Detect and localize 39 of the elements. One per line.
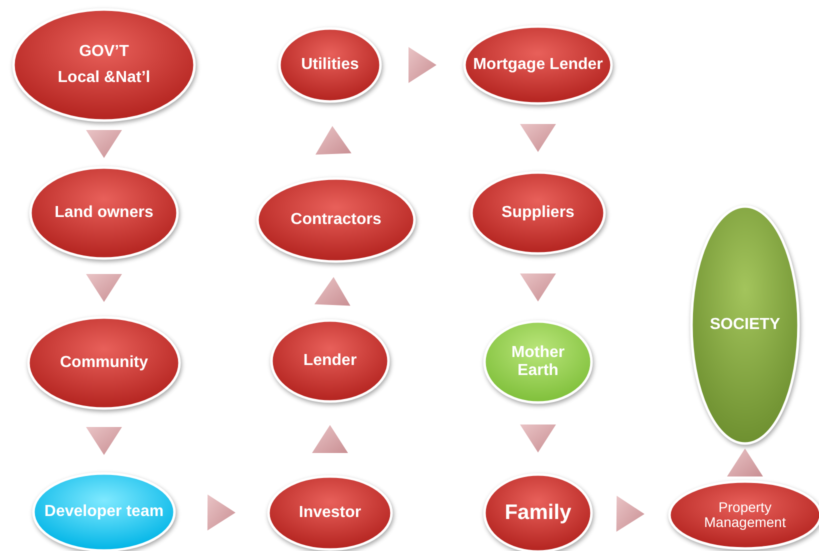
- node-label: Local &Nat’l: [56, 69, 152, 87]
- node-label: Community: [59, 354, 149, 372]
- node-label: Suppliers: [500, 204, 576, 222]
- arrow: [315, 126, 352, 155]
- ellipse-node: [256, 177, 416, 263]
- node-label: GOV’T: [78, 43, 130, 61]
- node-label: Property Management: [703, 500, 787, 530]
- ellipse-node: [270, 319, 390, 403]
- arrow: [86, 274, 122, 302]
- node-label: Mother Earth: [510, 344, 566, 380]
- ellipse-node: [12, 8, 196, 122]
- node-label: Utilities: [300, 56, 360, 74]
- arrow: [520, 124, 556, 152]
- arrow: [314, 277, 350, 306]
- arrow: [408, 47, 436, 83]
- ellipse-node: [690, 205, 800, 445]
- ellipse-node: [278, 27, 382, 103]
- node-label: Mortgage Lender: [472, 56, 604, 74]
- arrow: [312, 425, 348, 453]
- node-label: Family: [504, 501, 572, 525]
- node-label: Contractors: [290, 211, 382, 229]
- arrow: [86, 427, 122, 455]
- ellipse-node: [463, 25, 613, 105]
- arrow: [207, 494, 236, 530]
- ellipse-node: [483, 320, 593, 404]
- ellipse-node: [27, 316, 181, 410]
- node-label: SOCIETY: [708, 316, 782, 334]
- ellipse-node: [29, 166, 179, 260]
- arrow: [520, 274, 556, 302]
- arrow: [520, 424, 556, 452]
- ellipse-node: [267, 475, 393, 551]
- arrow: [86, 130, 122, 158]
- node-label: Lender: [302, 352, 358, 370]
- node-label: Investor: [298, 504, 362, 522]
- arrow: [616, 496, 644, 532]
- node-label: Land owners: [54, 204, 154, 222]
- node-label: Developer team: [43, 503, 165, 521]
- arrow: [727, 448, 763, 476]
- ellipse-node: [470, 171, 606, 255]
